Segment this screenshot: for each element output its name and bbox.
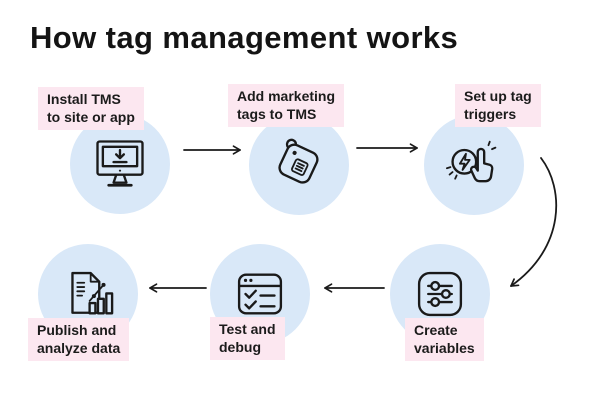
step-circle-add-tags	[249, 115, 349, 215]
step-label-test-debug: Test and debug	[210, 317, 285, 360]
monitor-download-icon	[96, 140, 144, 187]
step-circle-triggers	[424, 115, 524, 215]
step-label-publish-analyze: Publish and analyze data	[28, 318, 130, 361]
sliders-icon	[417, 271, 463, 317]
page-title: How tag management works	[30, 20, 459, 55]
step-circle-install-tms	[70, 114, 170, 214]
price-tag-icon	[278, 138, 319, 184]
step-label-add-tags: Add marketing tags to TMS	[228, 84, 345, 127]
checklist-window-icon	[237, 273, 283, 315]
step-label-triggers: Set up tag triggers	[455, 84, 541, 127]
tap-trigger-icon	[445, 140, 497, 183]
document-chart-icon	[71, 271, 114, 315]
step-label-variables: Create variables	[405, 318, 484, 361]
step-label-install-tms: Install TMS to site or app	[38, 87, 144, 130]
